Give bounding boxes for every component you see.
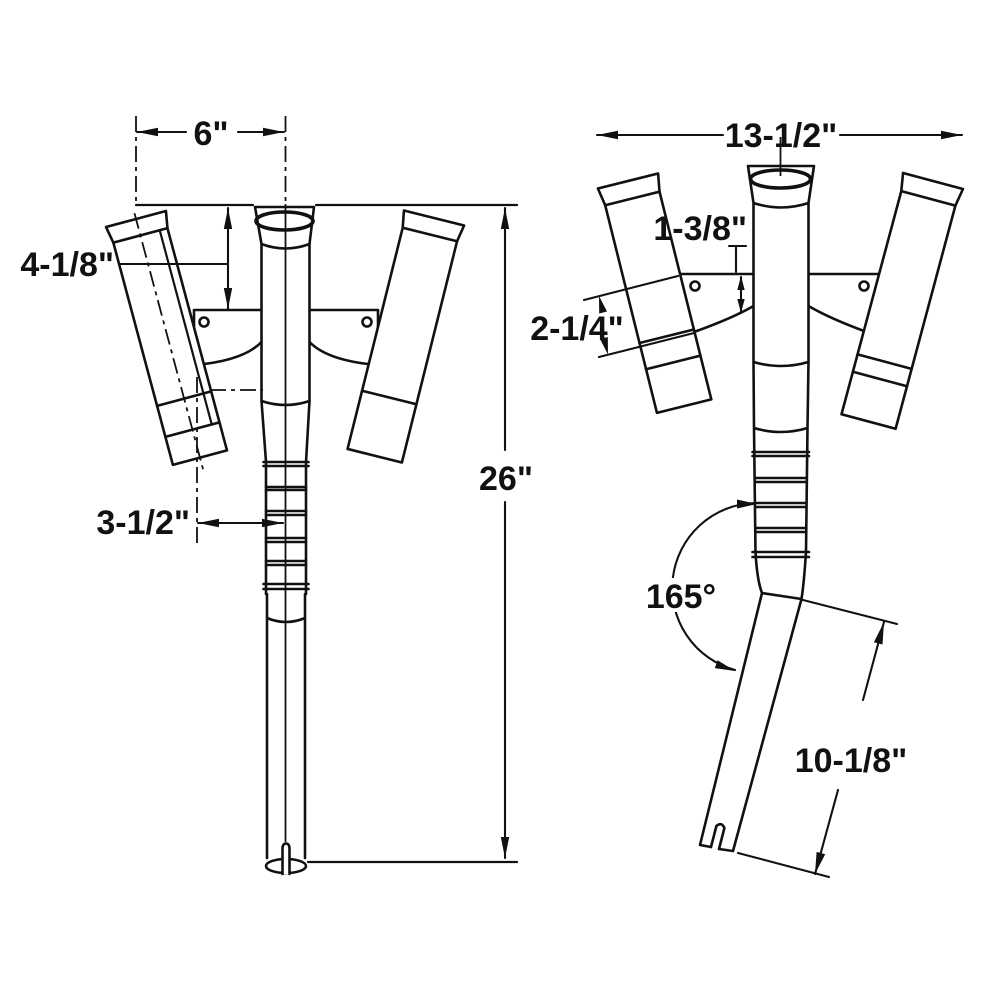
side-view: 13-1/2" 1-3/8" 2-1/4" 165° 10-1/8" (530, 117, 965, 879)
dim-label-165deg: 165° (646, 578, 716, 616)
screw-hole (361, 316, 373, 328)
front-view: 6" 4-1/8" 26" 3-1/2" (20, 115, 533, 876)
tube-centerline (133, 212, 204, 470)
front-left-rod-tube (104, 209, 229, 470)
dim-label-4-1-8in: 4-1/8" (20, 246, 114, 284)
side-left-rod-tube (596, 172, 713, 415)
front-right-rod-tube (346, 209, 466, 464)
shaft-slot (709, 822, 726, 851)
tube-rim (748, 168, 813, 190)
tube-rim (254, 210, 315, 232)
screw-hole (198, 316, 210, 328)
dim-label-2-1-4in: 2-1/4" (530, 310, 624, 348)
bottom-slot (281, 842, 291, 876)
side-center-tube (698, 137, 816, 853)
screw-hole (858, 280, 870, 292)
dim-label-10-1-8in: 10-1/8" (795, 742, 908, 780)
screw-hole (689, 280, 701, 292)
dim-label-1-3-8in: 1-3/8" (653, 210, 747, 248)
front-dimensions: 6" 4-1/8" 26" 3-1/2" (20, 115, 533, 864)
side-right-rod-tube (840, 171, 965, 431)
dim-label-3-1-2in: 3-1/2" (96, 504, 190, 542)
gimbal-rings (751, 450, 811, 559)
dim-label-13-1-2in: 13-1/2" (725, 117, 838, 155)
dim-label-6in: 6" (193, 115, 228, 153)
front-center-tube (253, 204, 316, 876)
side-dimensions: 13-1/2" 1-3/8" 2-1/4" 165° 10-1/8" (530, 117, 964, 879)
dim-label-26in: 26" (479, 460, 533, 498)
